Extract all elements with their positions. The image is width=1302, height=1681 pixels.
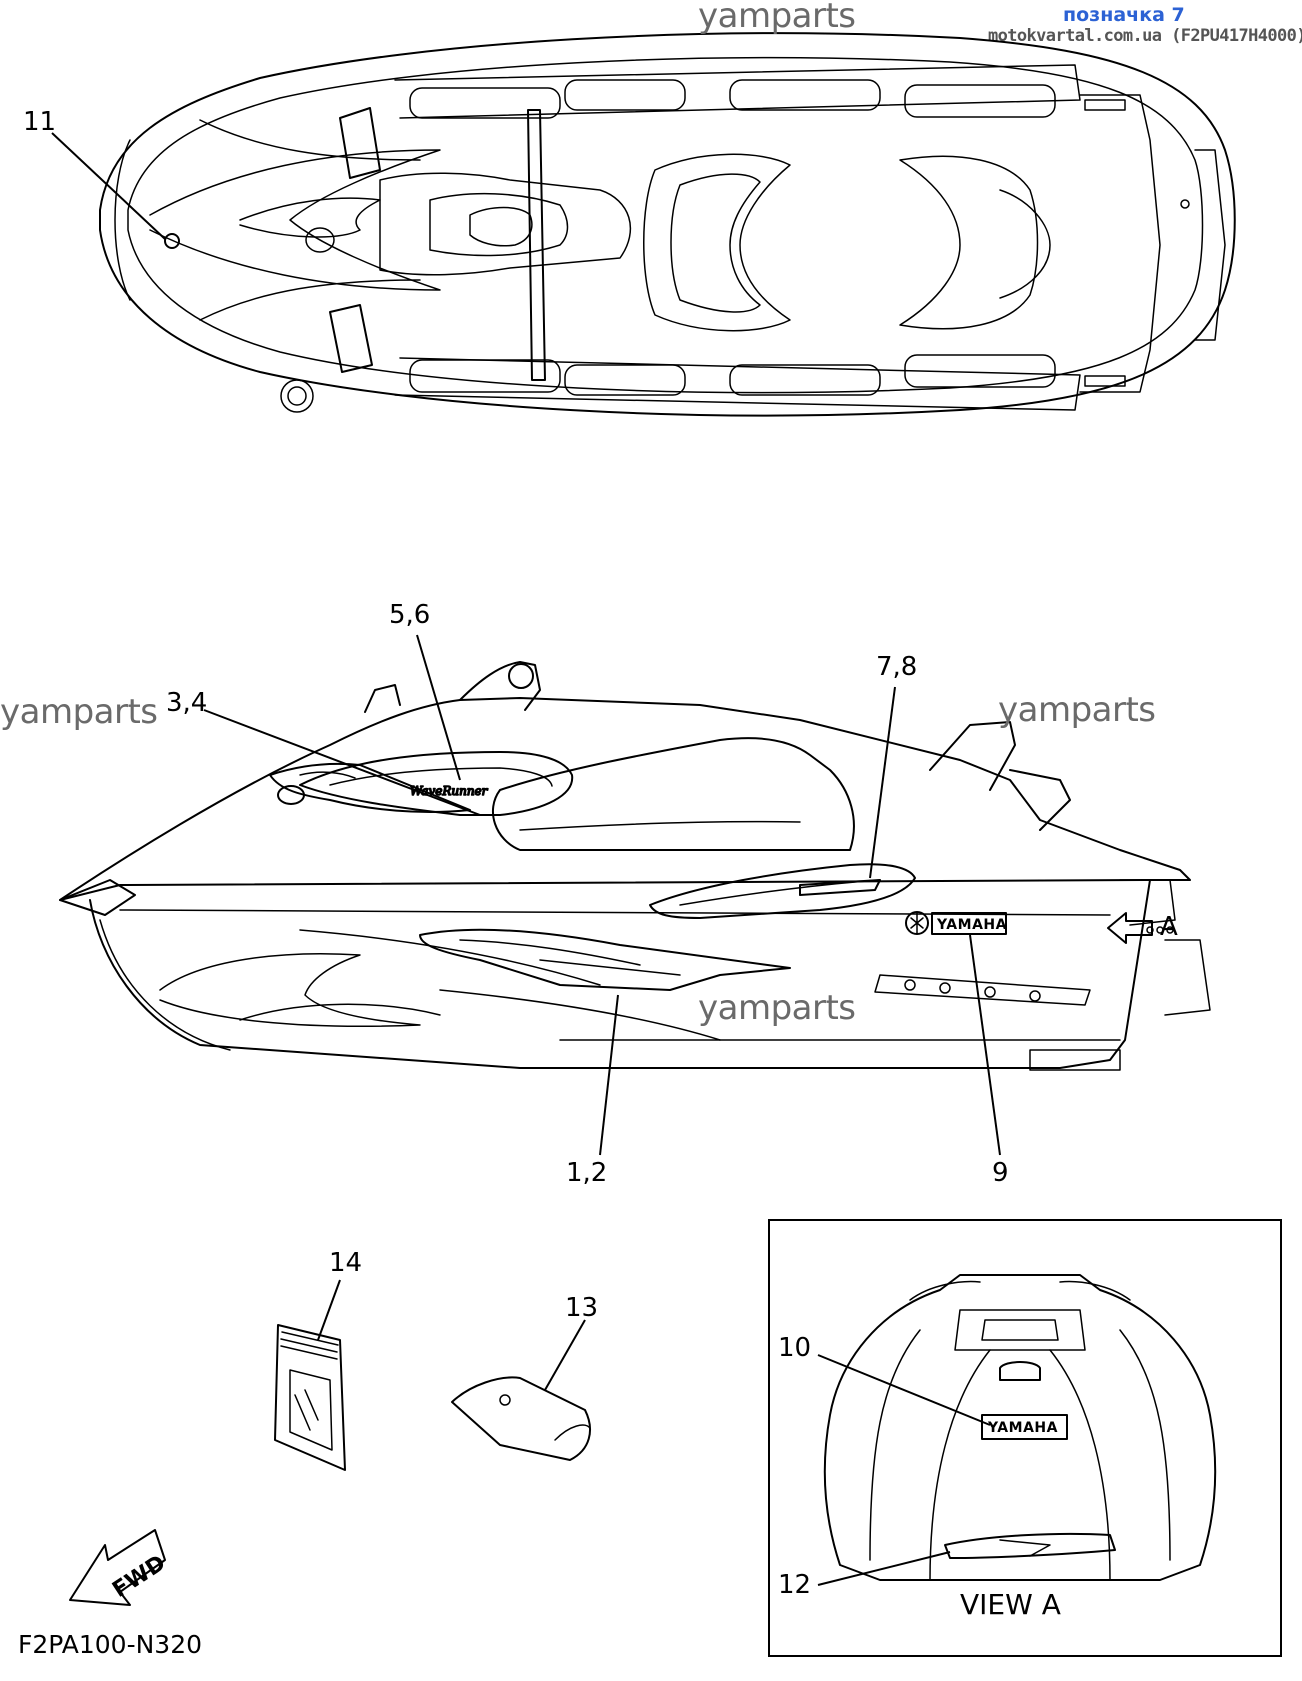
source-line: motokvartal.com.ua (F2PU417H4000)	[988, 26, 1302, 46]
part-14-pouch	[274, 1324, 346, 1471]
fwd-label: FWD	[108, 1551, 170, 1603]
callout-13: 13	[565, 1293, 599, 1323]
callout-1-2: 1,2	[566, 1158, 608, 1188]
callout-9: 9	[992, 1158, 1009, 1188]
leader-lines	[51, 132, 1001, 1586]
top-view-hull	[99, 32, 1236, 417]
part-13-tag	[451, 1376, 591, 1461]
yamaha-side-decal-text: YAMAHA	[936, 917, 1007, 933]
side-decals: WaveRunner YAMAHA	[269, 751, 1007, 991]
diagram-code: F2PA100-N320	[18, 1630, 203, 1659]
view-a-frame	[768, 1219, 1282, 1657]
callout-a: A	[1160, 912, 1178, 942]
watermark-left: yamparts	[0, 692, 158, 732]
view-a-stern: YAMAHA	[823, 1274, 1217, 1581]
fwd-arrow: FWD	[69, 1529, 170, 1606]
yamaha-rear-decal-text: YAMAHA	[987, 1420, 1058, 1436]
diagram-label: позначка 7	[1063, 4, 1185, 26]
view-a-label: VIEW A	[960, 1588, 1061, 1621]
callout-7-8: 7,8	[876, 652, 918, 682]
callout-12: 12	[778, 1570, 812, 1600]
callout-10: 10	[778, 1333, 812, 1363]
watermark-middle: yamparts	[698, 988, 856, 1028]
side-view-hull	[59, 661, 1211, 1071]
callout-11: 11	[23, 107, 57, 137]
callout-5-6: 5,6	[389, 600, 431, 630]
svg-text:WaveRunner: WaveRunner	[410, 784, 489, 798]
watermark-top: yamparts	[698, 0, 856, 36]
callout-14: 14	[329, 1248, 363, 1278]
watermark-right: yamparts	[998, 690, 1156, 730]
view-a-arrow-icon	[1107, 912, 1153, 944]
callout-3-4: 3,4	[166, 688, 208, 718]
